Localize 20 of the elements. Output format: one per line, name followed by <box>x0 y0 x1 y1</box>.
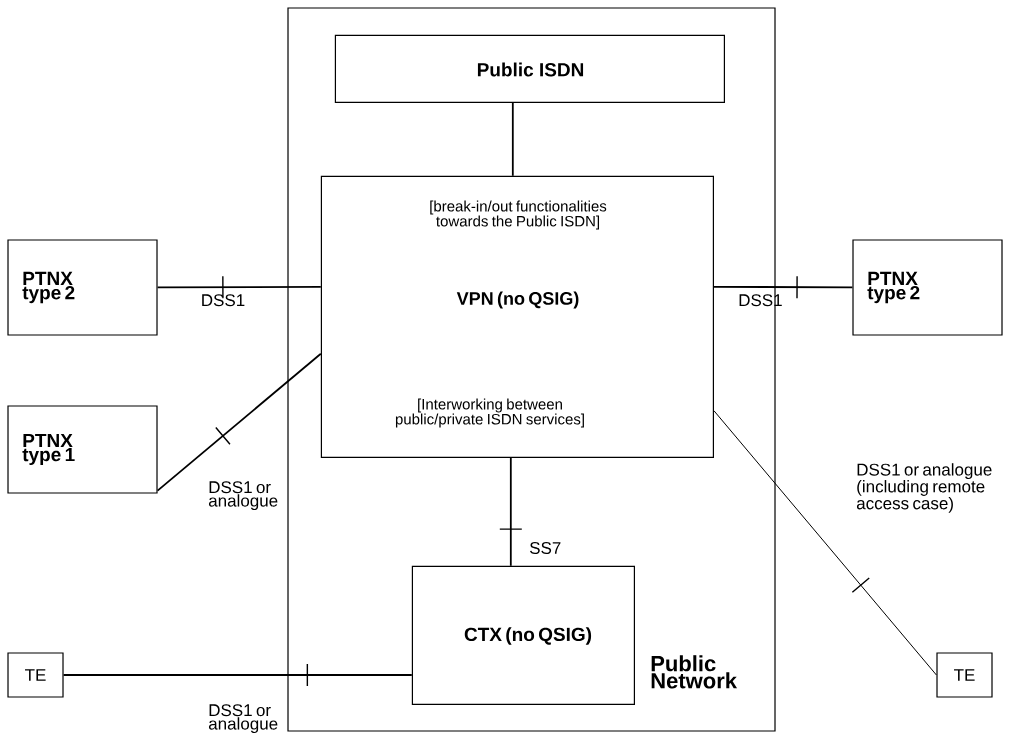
connector-line <box>713 410 937 676</box>
connector-line <box>713 275 854 299</box>
equipment-box: PTNX type 2 <box>7 239 158 336</box>
edge-label: DSS1 or analogue <box>208 704 278 734</box>
connector-line <box>499 457 523 567</box>
terminal-box: TE <box>936 652 993 698</box>
connector-line <box>156 275 322 299</box>
process-box: CTX (no QSIG) <box>411 565 635 705</box>
terminal-box: TE <box>7 652 64 698</box>
edge-label: DSS1 <box>202 294 245 307</box>
connector-line <box>62 663 413 687</box>
equipment-box: PTNX type 2 <box>852 239 1003 336</box>
edge-label: DSS1 or analogue (including remote access case) <box>856 463 992 513</box>
connector-line <box>156 352 322 492</box>
process-box: [break-in/out functionalities towards the Public ISDN] VPN (no QSIG) [Interworking between public/private ISDN services] <box>320 175 714 458</box>
process-box: Public ISDN <box>334 34 725 103</box>
edge-label: DSS1 or analogue <box>208 481 278 511</box>
edge-label: SS7 <box>530 541 561 554</box>
equipment-box: PTNX type 1 <box>7 405 158 494</box>
connector-line <box>511 102 514 177</box>
